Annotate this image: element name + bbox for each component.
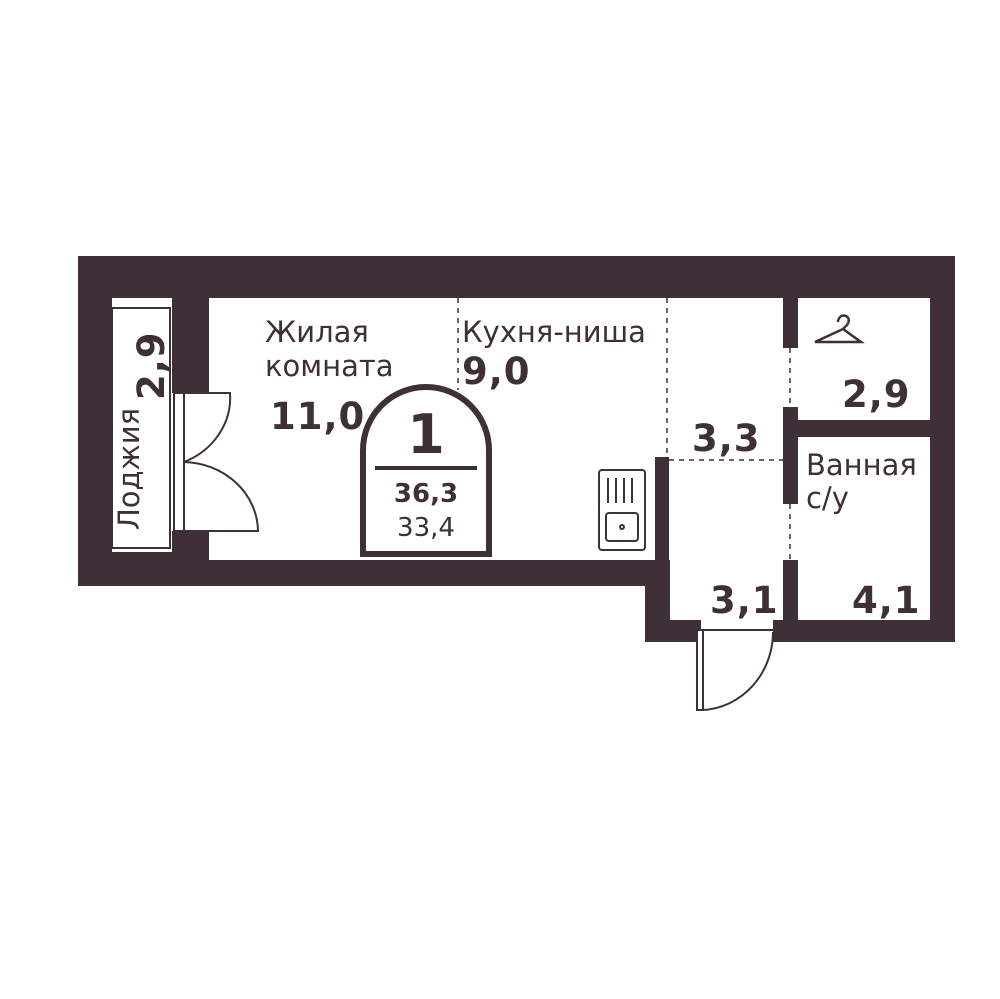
bathroom-area: 4,1 [852, 579, 921, 622]
living-room-area: 11,0 [270, 395, 366, 438]
wall-right [930, 256, 955, 642]
bathroom-name-2: с/у [806, 481, 849, 515]
loggia-name: Лоджия [112, 407, 146, 530]
wall-wardrobe-bottom [790, 420, 955, 437]
entrance-door [696, 629, 775, 711]
hanger-icon [814, 314, 865, 344]
wall-partition-vertical-low [783, 560, 798, 642]
wall-top [78, 256, 955, 298]
kitchen-area: 9,0 [462, 350, 531, 393]
loggia-glazing [83, 307, 171, 551]
entry-area: 3,1 [710, 579, 779, 622]
living-room-name-2: комната [265, 349, 394, 383]
hall-area: 3,3 [692, 417, 761, 460]
apartment-badge [360, 384, 492, 557]
wall-left-upper [172, 256, 209, 393]
living-area: 33,4 [397, 513, 455, 543]
wall-entry-bottom-right [773, 620, 955, 642]
kitchen-name: Кухня-ниша [462, 315, 646, 349]
wall-entry-bottom-left [645, 620, 701, 642]
wall-kitchen-stub [655, 457, 669, 560]
rooms-count: 1 [407, 403, 445, 466]
wall-loggia-bottom [78, 552, 209, 586]
zone-separators [457, 298, 791, 560]
living-room-name-1: Жилая [265, 315, 369, 349]
sink-icon [598, 469, 646, 551]
loggia-area: 2,9 [130, 331, 173, 400]
wall-bottom-main [205, 560, 670, 586]
total-area: 36,3 [393, 479, 459, 509]
balcony-door [173, 392, 260, 532]
bathroom-name-1: Ванная [806, 448, 917, 482]
wall-partition-vertical-top [783, 298, 798, 348]
wardrobe-area: 2,9 [842, 373, 911, 416]
